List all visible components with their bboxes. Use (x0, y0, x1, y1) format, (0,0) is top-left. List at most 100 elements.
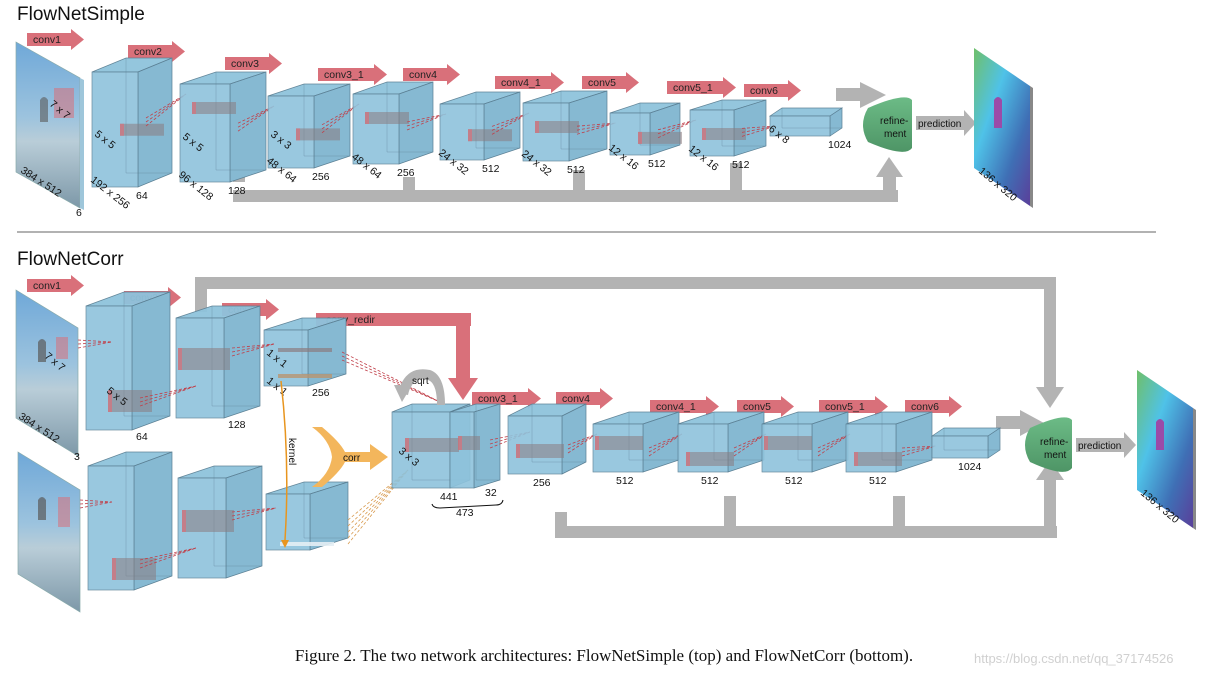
conv-arrow-corr-conv6: conv6 (905, 396, 962, 417)
svg-text:prediction: prediction (918, 119, 961, 130)
kernel-window (458, 436, 480, 450)
kernel-window (108, 390, 152, 412)
channel-count-label: 512 (701, 475, 719, 487)
receptive-field-line (567, 433, 598, 446)
kernel-window (764, 436, 812, 450)
conv-arrow-conv4: conv4 (403, 64, 460, 85)
channel-count-label: 1024 (828, 139, 852, 151)
kernel-window (120, 123, 164, 136)
feature-layer-deep (930, 427, 1002, 459)
conv-arrow-conv3-1: conv3_1 (318, 64, 387, 85)
conv-label: conv4_1 (501, 77, 541, 89)
feature-layer (91, 57, 173, 188)
receptive-field-line (901, 445, 937, 453)
receptive-field-line (406, 113, 447, 123)
kernel-window (702, 128, 746, 140)
conv-redir-arrow: conv_redir (316, 313, 478, 400)
corr-arrow: corr (312, 427, 388, 487)
receptive-field-line (77, 339, 113, 343)
conv-arrow-conv4-1: conv4_1 (495, 72, 564, 93)
receptive-field-line (341, 351, 441, 403)
conv-label: conv6 (911, 401, 939, 413)
conv-label: conv3_1 (324, 69, 364, 81)
channel-brace (431, 499, 504, 509)
channel-count-label: 256 (397, 167, 415, 179)
receptive-field-line (231, 343, 275, 349)
corr-patch-line (347, 469, 409, 545)
kernel-window (595, 436, 643, 450)
flow-output (974, 48, 1033, 208)
kernel-window (112, 558, 156, 580)
channel-count-label: 128 (228, 419, 246, 431)
channel-count-label: 512 (567, 164, 585, 176)
channel-count-label: 256 (312, 387, 330, 399)
receptive-field-line (237, 105, 275, 124)
kernel-window (854, 452, 902, 466)
receptive-field-line (817, 433, 851, 453)
receptive-field-line (733, 433, 767, 457)
conv-label: conv5_1 (825, 401, 865, 413)
corr-layers: conv1conv2conv3conv3_1conv4conv4_1conv5c… (27, 275, 1002, 591)
channel-count-label: 64 (136, 431, 148, 443)
refinement-block-corr: refine- ment (1025, 417, 1072, 472)
receptive-field-line (231, 507, 277, 521)
receptive-field-line (237, 105, 275, 128)
receptive-field-line (77, 341, 113, 349)
receptive-field-line (567, 433, 598, 450)
channel-count-label: 512 (616, 475, 634, 487)
receptive-field-line (79, 501, 113, 509)
redir-channels-label: 32 (485, 487, 497, 499)
corr-label: corr (343, 453, 361, 464)
flow-output-corr (1137, 370, 1196, 530)
channel-count-label: 64 (136, 190, 148, 202)
channel-count-label: 256 (533, 477, 551, 489)
feature-layer-deep (507, 403, 587, 475)
skip-connections-simple (233, 82, 903, 202)
conv-arrow-conv2: conv2 (128, 41, 185, 62)
kernel-window (468, 129, 512, 142)
receptive-field-line (321, 103, 360, 134)
conv-arrow-conv5-1: conv5_1 (667, 77, 736, 98)
flownet-simple-title: FlowNetSimple (17, 4, 145, 25)
conv-label: conv4_1 (656, 401, 696, 413)
receptive-field-line (341, 355, 441, 403)
input-image-pair (15, 41, 84, 210)
feature-layer (179, 71, 267, 183)
refinement-label: refine- (880, 116, 908, 127)
conv-arrow-conv6: conv6 (744, 80, 801, 101)
channel-count-label: 512 (732, 159, 750, 171)
receptive-field-line (741, 125, 777, 129)
prediction-arrow-corr: prediction (1076, 432, 1136, 458)
receptive-field-line (231, 507, 277, 517)
kernel-window (178, 348, 230, 370)
receptive-field-line (231, 343, 275, 357)
corr-patch-line (347, 469, 409, 527)
feature-layer-stream-2 (265, 481, 349, 551)
feature-layer (352, 81, 434, 165)
receptive-field-line (231, 343, 275, 353)
receptive-field-line (145, 93, 187, 119)
conv-arrow-corr-conv1: conv1 (27, 275, 84, 296)
conv-arrow-conv1: conv1 (27, 29, 84, 50)
receptive-field-line (576, 122, 617, 127)
prediction-arrow: prediction (916, 110, 976, 136)
receptive-field-line (657, 119, 697, 135)
receptive-field-line (817, 433, 851, 449)
figure-caption: Figure 2. The two network architectures:… (294, 646, 914, 665)
channel-count-label: 512 (785, 475, 803, 487)
receptive-field-line (657, 119, 697, 139)
svg-text:ment: ment (1044, 450, 1066, 461)
feature-layer (768, 107, 844, 137)
receptive-field-line (231, 507, 277, 513)
kernel-arrow: kernel (280, 380, 297, 548)
kernel-window (365, 112, 409, 124)
conv-arrow-corr-conv5: conv5 (737, 396, 794, 417)
refinement-label-2: ment (884, 129, 906, 140)
receptive-field-line (139, 547, 197, 561)
receptive-field-line (491, 112, 530, 131)
channel-count-label: 512 (482, 163, 500, 175)
conv-label: conv5 (588, 77, 616, 89)
conv-label: conv3_1 (478, 393, 518, 405)
kernel-window (516, 444, 564, 458)
